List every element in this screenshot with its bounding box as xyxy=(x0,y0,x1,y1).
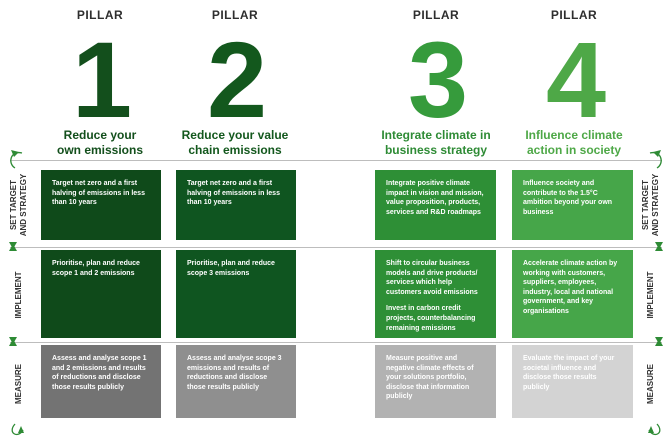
separator-middle-2 xyxy=(10,342,662,343)
pillar-3-title: Integrate climate in business strategy xyxy=(361,128,511,158)
pillar-1-label: PILLAR xyxy=(76,8,124,22)
cell-measure-pillar-4: Evaluate the impact of your societal inf… xyxy=(512,345,633,418)
pillar-4-label: PILLAR xyxy=(550,8,598,22)
cell-set-target-pillar-4: Influence society and contribute to the … xyxy=(512,170,633,240)
cycle-arrows-right-icon xyxy=(648,150,663,436)
pillar-2-label: PILLAR xyxy=(211,8,259,22)
cell-implement-pillar-2: Prioritise, plan and reduce scope 3 emis… xyxy=(176,250,296,338)
pillar-1-title: Reduce your own emissions xyxy=(25,128,175,158)
cell-implement-pillar-4: Accelerate climate action by working wit… xyxy=(512,250,633,338)
cell-measure-pillar-3: Measure positive and negative climate ef… xyxy=(375,345,496,418)
pillar-3-title-line2: business strategy xyxy=(384,143,488,157)
pillar-2-title-line2: chain emissions xyxy=(188,143,282,157)
pillar-4-title-line2: action in society xyxy=(526,143,622,157)
cell-set-target-pillar-3: Integrate positive climate impact in vis… xyxy=(375,170,496,240)
cell-implement-pillar-3: Shift to circular business models and dr… xyxy=(375,250,496,338)
pillar-3-title-line1: Integrate climate in xyxy=(381,128,491,142)
pillar-4-number: 4 xyxy=(545,19,606,140)
cell-measure-pillar-1: Assess and analyse scope 1 and 2 emissio… xyxy=(41,345,161,418)
cell-set-target-pillar-2: Target net zero and a first halving of e… xyxy=(176,170,296,240)
pillar-3-number: 3 xyxy=(407,19,468,140)
pillar-2-title-line1: Reduce your value xyxy=(181,128,289,142)
pillar-4-title: Influence climate action in society xyxy=(499,128,649,158)
separator-middle-1 xyxy=(10,247,662,248)
pillar-3-label: PILLAR xyxy=(412,8,460,22)
cycle-arrows-left-icon xyxy=(9,150,24,436)
separator-top xyxy=(10,160,662,161)
pillar-2-title: Reduce your value chain emissions xyxy=(160,128,310,158)
pillar-4-title-line1: Influence climate xyxy=(525,128,623,142)
cell-measure-pillar-2: Assess and analyse scope 3 emissions and… xyxy=(176,345,296,418)
pillar-1-title-line1: Reduce your xyxy=(63,128,137,142)
cell-implement-pillar-1: Prioritise, plan and reduce scope 1 and … xyxy=(41,250,161,338)
cell-set-target-pillar-1: Target net zero and a first halving of e… xyxy=(41,170,161,240)
pillar-1-number: 1 xyxy=(71,19,132,140)
pillar-1-title-line2: own emissions xyxy=(56,143,144,157)
pillar-2-number: 2 xyxy=(206,19,267,140)
